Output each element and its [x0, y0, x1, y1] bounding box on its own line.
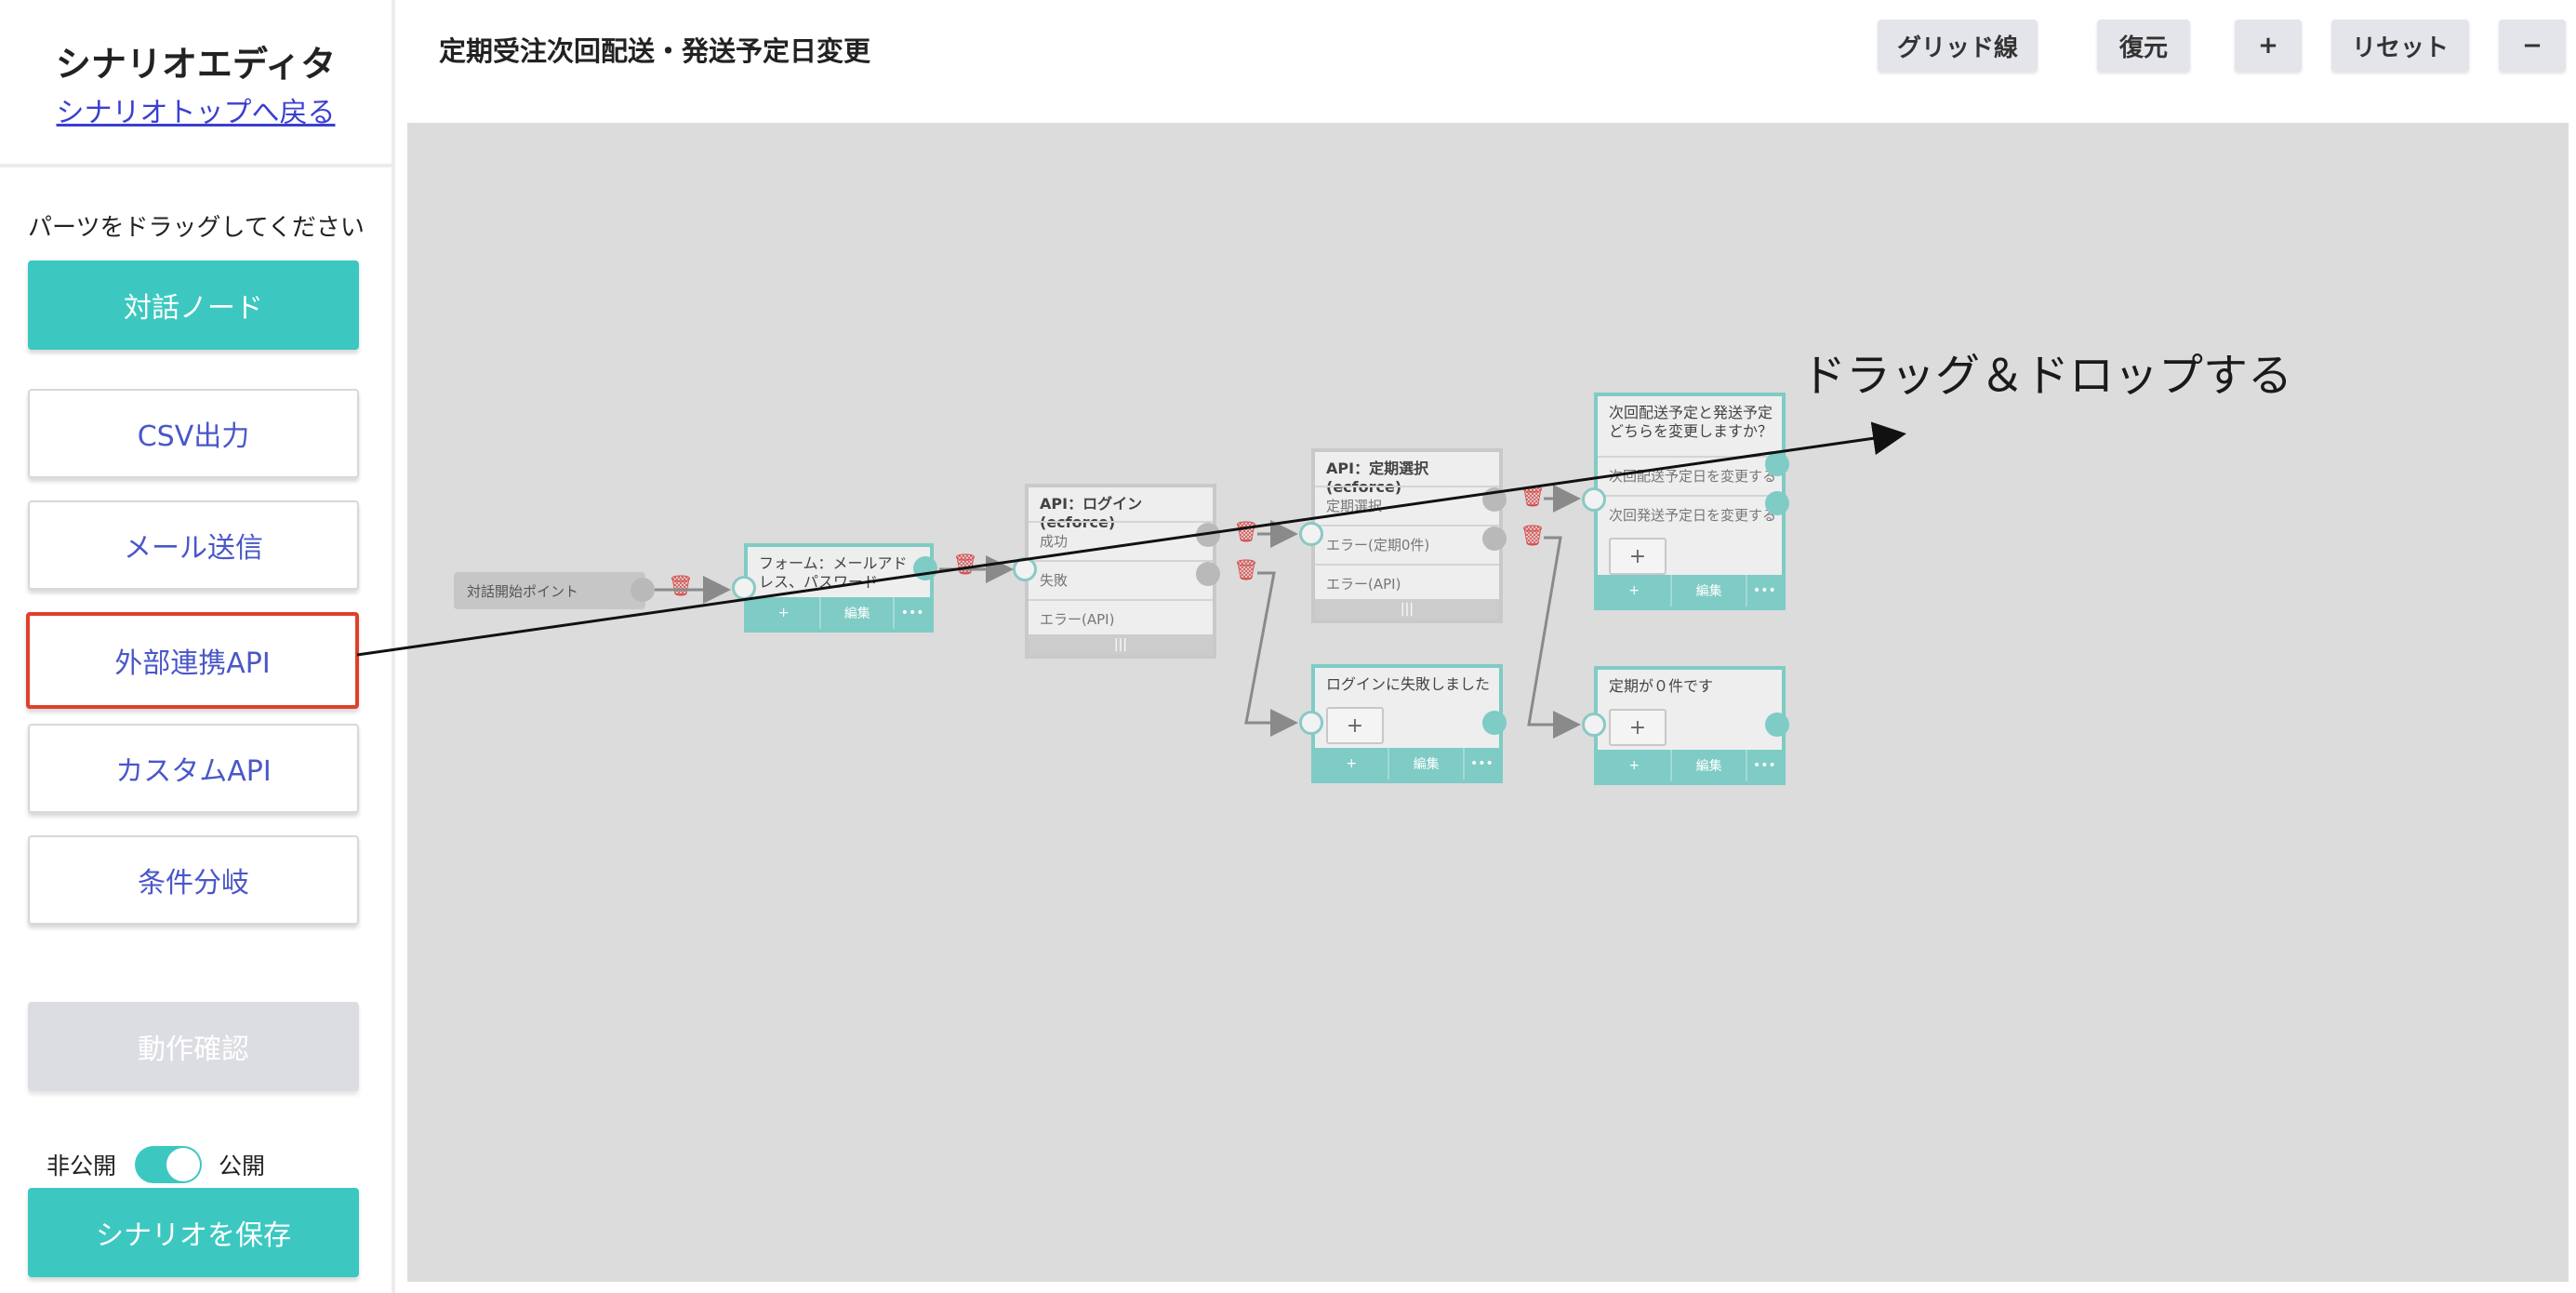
- login-fail-title: ログインに失敗しました: [1326, 675, 1491, 693]
- drag-drop-annotation: ドラッグ＆ドロップする: [1801, 350, 2293, 402]
- sidebar: シナリオエディタ シナリオトップへ戻る パーツをドラッグしてください 対話ノード…: [0, 0, 395, 1293]
- login-fail-output-port[interactable]: [1482, 711, 1507, 735]
- edit-button[interactable]: 編集: [1672, 750, 1747, 781]
- connector-line: [1527, 536, 1581, 739]
- back-to-scenario-top-link[interactable]: シナリオトップへ戻る: [56, 97, 336, 129]
- zoom-out-button[interactable]: −: [2499, 20, 2566, 72]
- part-csv-output[interactable]: CSV出力: [28, 389, 359, 478]
- publish-toggle[interactable]: [135, 1146, 203, 1183]
- login-fail-input-port[interactable]: [1299, 711, 1323, 735]
- edit-button[interactable]: 編集: [1389, 748, 1465, 780]
- zero-subscription-node[interactable]: 定期が０件です + + 編集 •••: [1594, 666, 1786, 785]
- add-button[interactable]: +: [1315, 748, 1390, 780]
- page-title: 定期受注次回配送・発送予定日変更: [439, 35, 871, 67]
- sidebar-divider: [0, 164, 392, 167]
- private-label: 非公開: [46, 1153, 117, 1180]
- part-conditional-branch[interactable]: 条件分岐: [28, 835, 359, 925]
- publish-toggle-row: 非公開 公開: [46, 1144, 265, 1185]
- zero-input-port[interactable]: [1582, 713, 1606, 737]
- add-option-button[interactable]: +: [1609, 709, 1666, 746]
- connector-line: [1244, 571, 1298, 737]
- part-custom-api[interactable]: カスタムAPI: [28, 724, 359, 813]
- test-run-button[interactable]: 動作確認: [28, 1002, 359, 1091]
- drag-hint: パーツをドラッグしてください: [28, 214, 365, 242]
- toggle-knob: [166, 1148, 201, 1181]
- reset-button[interactable]: リセット: [2331, 20, 2469, 72]
- zero-node-title: 定期が０件です: [1609, 677, 1714, 695]
- part-mail-send[interactable]: メール送信: [28, 500, 359, 590]
- zero-output-port[interactable]: [1765, 713, 1789, 737]
- zoom-in-button[interactable]: +: [2235, 20, 2302, 72]
- save-scenario-button[interactable]: シナリオを保存: [28, 1188, 359, 1277]
- flow-canvas[interactable]: 対話開始ポイント 🗑 フォーム：メールアドレス、パスワード + 編集 ••• 🗑…: [407, 123, 2569, 1282]
- add-option-button[interactable]: +: [1326, 707, 1384, 744]
- grid-lines-button[interactable]: グリッド線: [1878, 20, 2038, 72]
- part-external-api[interactable]: 外部連携API: [26, 612, 359, 709]
- zero-node-footer: + 編集 •••: [1598, 750, 1782, 781]
- add-button[interactable]: +: [1598, 750, 1673, 781]
- connector-layer: [655, 485, 1581, 739]
- public-label: 公開: [219, 1153, 266, 1180]
- part-dialog-node[interactable]: 対話ノード: [28, 260, 359, 350]
- more-icon[interactable]: •••: [1470, 756, 1494, 771]
- more-icon[interactable]: •••: [1753, 758, 1776, 773]
- app-title: シナリオエディタ: [55, 44, 337, 85]
- restore-button[interactable]: 復元: [2097, 20, 2190, 72]
- login-fail-footer: + 編集 •••: [1315, 748, 1499, 780]
